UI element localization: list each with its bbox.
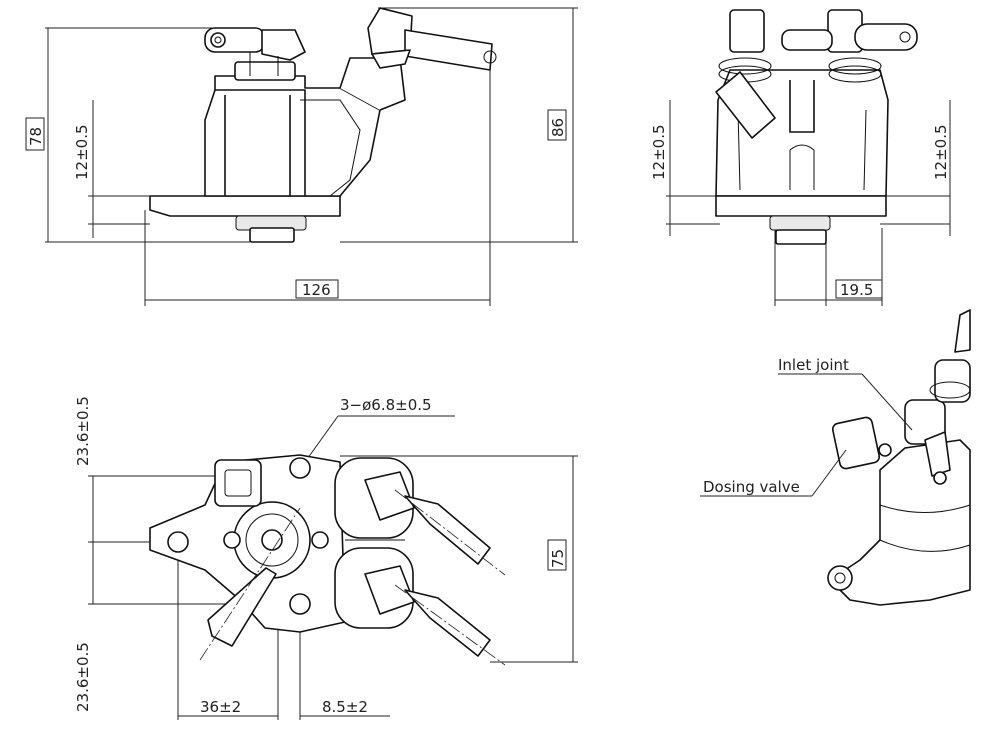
dim-overall-height: 78 <box>27 127 45 146</box>
side-view: 78 12±0.5 86 126 <box>25 7 578 306</box>
dim-upper-offset: 23.6±0.5 <box>74 396 92 466</box>
dim-connector-span: 75 <box>549 549 567 568</box>
dim-lower-offset: 23.6±0.5 <box>74 642 92 712</box>
dim-right-flange: 12±0.5 <box>932 124 950 180</box>
dim-outlet-center: 8.5±2 <box>322 698 368 716</box>
dim-total-height: 86 <box>549 118 567 137</box>
front-view: 12±0.5 12±0.5 19.5 <box>650 9 951 306</box>
dim-outlet-offset: 19.5 <box>840 281 873 299</box>
iso-view: Inlet joint Dosing valve <box>700 309 971 606</box>
label-inlet-joint: Inlet joint <box>778 356 849 374</box>
dim-flange-height: 12±0.5 <box>73 124 91 180</box>
top-view: 3−ø6.8±0.5 23.6±0.5 23.6±0.5 75 36±2 8.5… <box>74 396 578 720</box>
dim-hole-spacing: 36±2 <box>200 698 241 716</box>
label-dosing-valve: Dosing valve <box>703 478 800 496</box>
dim-holes: 3−ø6.8±0.5 <box>340 396 432 414</box>
dim-left-flange: 12±0.5 <box>650 124 668 180</box>
dim-width: 126 <box>302 281 331 299</box>
